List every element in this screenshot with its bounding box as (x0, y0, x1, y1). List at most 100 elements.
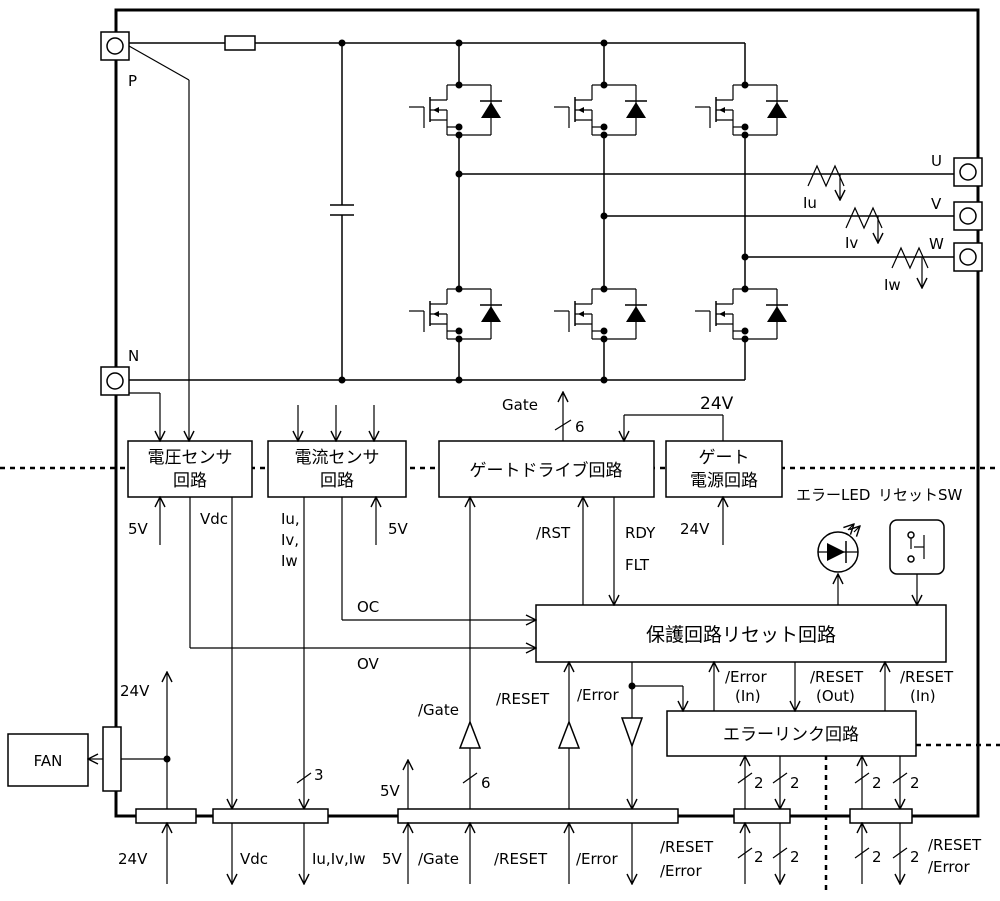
gate-drive-label: ゲートドライブ回路 (470, 460, 623, 481)
reset-out-label-1: /RESET (810, 668, 864, 686)
ext-gate-label: /Gate (418, 850, 459, 868)
ext-error-label: /Error (576, 850, 618, 868)
terminal-v (953, 201, 983, 231)
terminal-n (100, 366, 130, 396)
current-sensor-block (267, 440, 407, 498)
reset-in-label-1: /RESET (900, 668, 954, 686)
error-link-wiring (628, 662, 886, 711)
connector-24v (135, 808, 197, 824)
ext-5v-label: 5V (382, 850, 403, 868)
protection-reset-label: 保護回路リセット回路 (646, 624, 836, 646)
rdy-label: RDY (625, 524, 656, 542)
ext-bus2-a-label: 2 (754, 848, 764, 866)
voltage-sensor-label-2: 回路 (173, 471, 207, 491)
cs-5v-label: 5V (388, 520, 409, 538)
error-led-label: エラーLED (796, 486, 870, 504)
bus-5v-label: 5V (380, 782, 401, 800)
vs-5v-label: 5V (128, 520, 149, 538)
ext-iuvw-label: Iu,Iv,Iw (312, 850, 365, 868)
dc-bus-wiring (129, 35, 746, 384)
gate-drive-block (438, 440, 655, 498)
ext-reset2-label: /RESET (660, 838, 714, 856)
label-iu: Iu (803, 194, 817, 212)
error-link-boundary (824, 743, 1000, 890)
ext-error3-label: /Error (928, 858, 970, 876)
shunt-resistor (224, 35, 256, 51)
phase-leg-w (694, 60, 789, 364)
reset-sw-label: リセットSW (878, 486, 963, 504)
connector-sensors (212, 808, 329, 824)
ext-reset-label: /RESET (494, 850, 548, 868)
phase-leg-v (553, 60, 648, 364)
ext-reset3-label: /RESET (928, 836, 982, 854)
ext-bus2-b-label: 2 (790, 848, 800, 866)
connector-link-b (849, 808, 913, 824)
connector-link-a (733, 808, 791, 824)
connector-strip (135, 808, 913, 824)
ext-24v-label: 24V (118, 850, 148, 868)
bus2-a-label: 2 (754, 774, 764, 792)
protection-reset-block (535, 604, 947, 663)
error-buffer (620, 717, 644, 749)
gate-power-24v-label: 24V (700, 394, 734, 414)
bus3-label: 3 (314, 766, 324, 784)
sensor-input-wiring (128, 45, 376, 545)
label-iw: Iw (884, 276, 901, 294)
gate-n-label: /Gate (418, 701, 459, 719)
error-link-label: エラーリンク回路 (723, 725, 859, 745)
rst-label: /RST (536, 524, 571, 542)
error-in-label-2: (In) (735, 687, 761, 705)
terminal-u (953, 157, 983, 187)
external-wiring (167, 823, 908, 884)
iw-label: Iw (281, 552, 298, 570)
current-sensor-label-2: 回路 (320, 471, 354, 491)
reset-switch[interactable] (889, 519, 945, 575)
voltage-sensor-block (127, 440, 253, 498)
bus6-label: 6 (481, 774, 491, 792)
fan-24v-label: 24V (120, 682, 150, 700)
vdc-label: Vdc (200, 510, 228, 528)
reset-in-label-2: (In) (910, 687, 936, 705)
terminal-p (100, 31, 130, 61)
gate-count-label: 6 (575, 418, 585, 436)
label-p: P (128, 72, 137, 90)
gate-power-block (665, 440, 783, 498)
bus2-d-label: 2 (910, 774, 920, 792)
fan-label: FAN (34, 752, 63, 770)
flt-label: FLT (625, 556, 650, 574)
connector-control (397, 808, 679, 824)
iu-c-label: Iu, (281, 510, 300, 528)
terminal-w (953, 242, 983, 272)
fan-wiring (88, 672, 171, 809)
ext-error2-label: /Error (660, 862, 702, 880)
error-led (817, 524, 860, 573)
gate-label: Gate (502, 396, 538, 414)
reset-buffer (557, 719, 581, 749)
phase-leg-u (408, 60, 503, 364)
iv-c-label: Iv, (281, 531, 299, 549)
protection-wiring (189, 497, 917, 648)
gate-drive-wiring (554, 392, 723, 545)
fan-block (7, 733, 89, 787)
output-wiring (455, 170, 954, 261)
bus-wiring (232, 497, 908, 809)
reset-label: /RESET (496, 690, 550, 708)
gate-buffer (458, 719, 482, 749)
ext-bus2-c-label: 2 (872, 848, 882, 866)
gp-24v-label: 24V (680, 520, 710, 538)
reset-out-label-2: (Out) (816, 687, 855, 705)
label-n: N (128, 347, 139, 365)
current-sensor-label-1: 電流センサ (295, 448, 380, 468)
ext-bus2-d-label: 2 (910, 848, 920, 866)
error-label: /Error (577, 686, 619, 704)
oc-label: OC (357, 598, 379, 616)
gate-power-label-2: 電源回路 (690, 471, 758, 491)
fan-connector (102, 726, 122, 792)
error-in-label-1: /Error (725, 668, 767, 686)
bus2-b-label: 2 (790, 774, 800, 792)
current-sensor-probes (807, 164, 929, 288)
bus2-c-label: 2 (872, 774, 882, 792)
gate-power-label-1: ゲート (699, 448, 750, 468)
label-iv: Iv (845, 234, 858, 252)
